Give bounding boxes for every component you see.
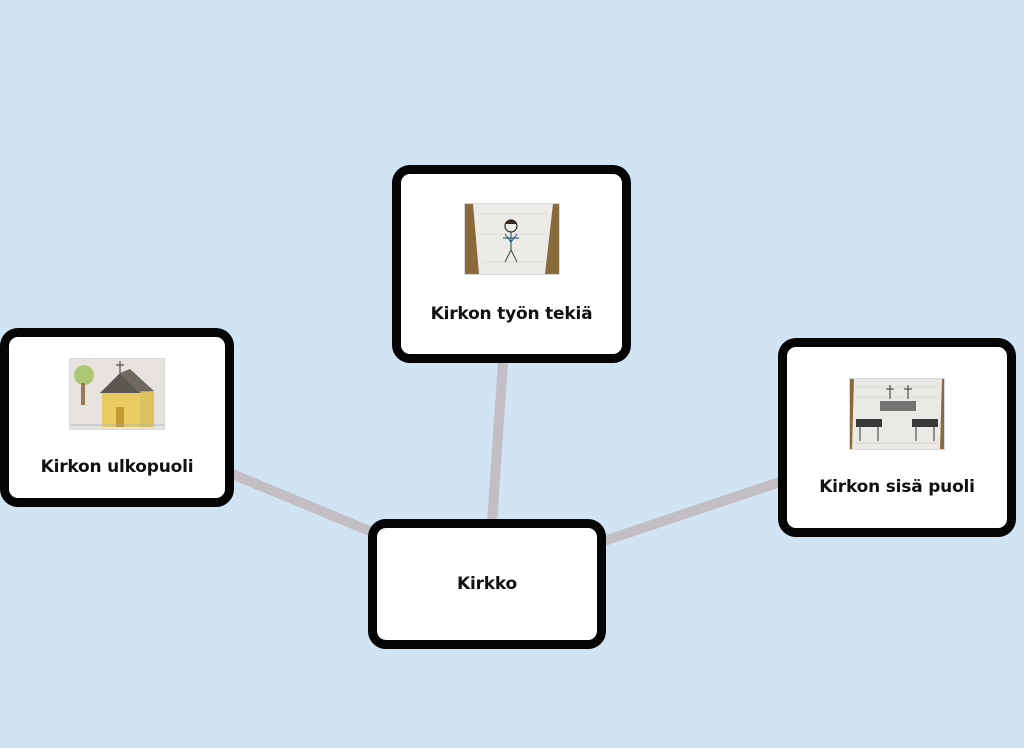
connector-sisa [599, 477, 785, 546]
node-label: Kirkon sisä puoli [819, 476, 975, 497]
drawing-church-interior-thumbnail [850, 378, 944, 449]
connector-tekija [487, 357, 508, 527]
node-label: Kirkon työn tekiä [430, 304, 593, 324]
drawing-person-thumbnail [464, 204, 559, 274]
node-label: Kirkon ulkopuoli [40, 456, 194, 477]
connector-ulko [227, 469, 377, 537]
node-label: Kirkko [456, 574, 518, 594]
node-kirkko-center[interactable]: Kirkko [368, 519, 606, 649]
drawing-church-exterior-thumbnail [70, 358, 164, 429]
node-kirkon-tyon-tekia[interactable]: Kirkon työn tekiä [392, 165, 631, 363]
node-kirkon-ulkopuoli[interactable]: Kirkon ulkopuoli [0, 328, 234, 507]
node-kirkon-sisa-puoli[interactable]: Kirkon sisä puoli [778, 338, 1016, 537]
